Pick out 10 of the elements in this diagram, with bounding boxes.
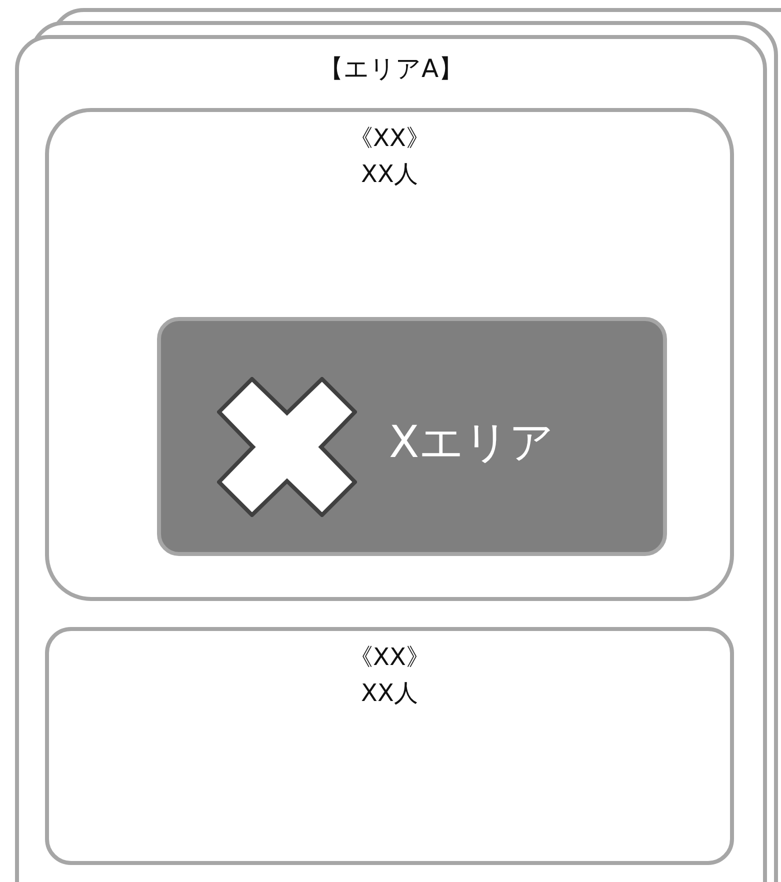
- group-card: [45, 108, 734, 601]
- area-title: 【エリアA】: [317, 53, 465, 85]
- headcount-label: XX人: [360, 159, 419, 190]
- restricted-area-label: Xエリア: [389, 416, 554, 470]
- headcount-label: XX人: [360, 678, 419, 709]
- group-card: [45, 627, 734, 865]
- restricted-area-box: [157, 317, 667, 556]
- group-name: 《XX》: [348, 123, 431, 154]
- stacked-area-card: [15, 8, 781, 882]
- group-name: 《XX》: [348, 642, 431, 673]
